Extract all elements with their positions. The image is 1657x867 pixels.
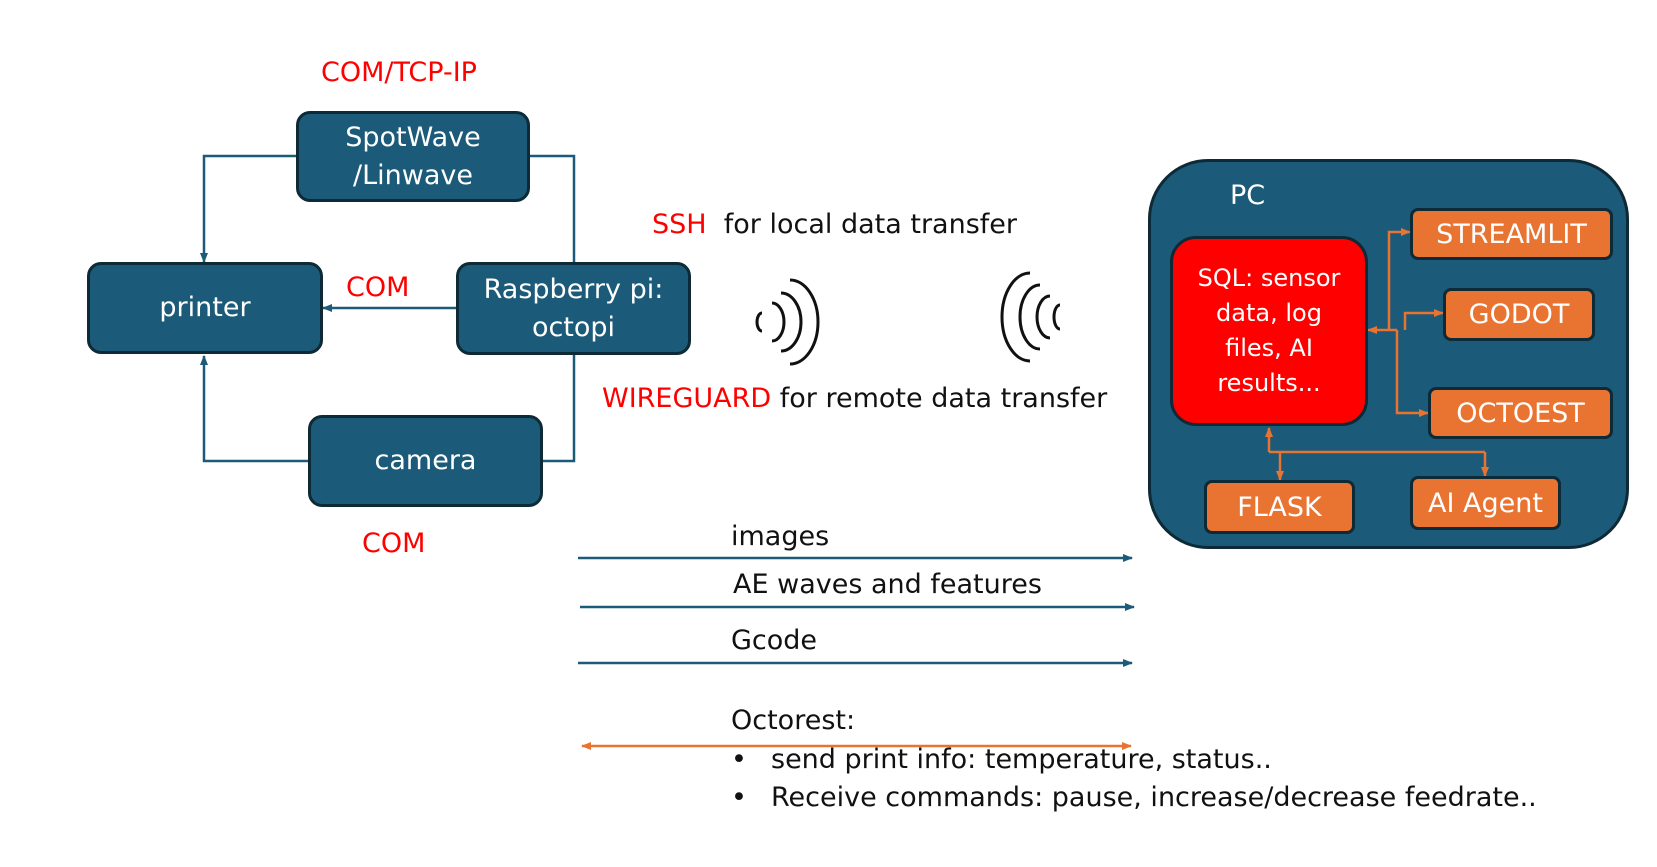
octorest-bullet-list: send print info: temperature, status.. R…: [731, 741, 1537, 817]
octoest-label: OCTOEST: [1456, 397, 1585, 429]
gcode-flow-label: Gcode: [731, 625, 818, 656]
ai-agent-label: AI Agent: [1428, 487, 1543, 519]
ae-flow-label: AE waves and features: [733, 569, 1042, 600]
sql-line-1: SQL: sensor: [1197, 264, 1341, 292]
spotwave-linwave-node: SpotWave/Linwave: [296, 111, 530, 202]
ai-agent-node: AI Agent: [1410, 476, 1561, 530]
spotwave-label: SpotWave: [345, 121, 481, 153]
bullet-send-print-info: send print info: temperature, status..: [731, 741, 1537, 779]
raspberry-label: Raspberry pi:: [483, 273, 664, 305]
images-flow-label: images: [731, 521, 830, 552]
sql-line-3: files, AI: [1225, 334, 1313, 362]
sql-line-4: results...: [1217, 369, 1321, 397]
wireguard-transfer-label: WIREGUARD for remote data transfer: [602, 383, 1107, 414]
streamlit-node: STREAMLIT: [1410, 208, 1613, 260]
linwave-label: /Linwave: [353, 159, 473, 191]
godot-label: GODOT: [1468, 299, 1570, 330]
printer-node: printer: [87, 262, 323, 354]
bullet-receive-commands: Receive commands: pause, increase/decrea…: [731, 779, 1537, 817]
wireguard-description: for remote data transfer: [779, 383, 1108, 414]
octorest-flow-label: Octorest:: [731, 705, 856, 736]
raspberry-pi-node: Raspberry pi: octopi: [456, 262, 691, 355]
wifi-transmit-icon: [755, 278, 820, 366]
spotwave-to-printer-line: [200, 154, 296, 263]
octoest-node: OCTOEST: [1428, 387, 1613, 439]
spotwave-to-raspberry-line: [530, 154, 576, 262]
streamlit-label: STREAMLIT: [1436, 218, 1587, 250]
printer-label: printer: [159, 292, 251, 323]
protocol-label-com-bottom: COM: [362, 528, 426, 559]
wireguard-keyword: WIREGUARD: [602, 383, 772, 414]
ssh-description: for local data transfer: [723, 209, 1017, 240]
camera-to-raspberry-line: [543, 355, 576, 463]
protocol-label-com-middle: COM: [346, 272, 410, 303]
camera-to-printer-line: [200, 355, 308, 463]
octopi-label: octopi: [531, 311, 616, 343]
flask-label: FLASK: [1237, 491, 1322, 523]
wifi-receive-icon: [1000, 271, 1061, 363]
ssh-keyword: SSH: [652, 209, 707, 240]
protocol-label-com-tcpip: COM/TCP-IP: [321, 57, 477, 88]
ssh-transfer-label: SSH for local data transfer: [652, 209, 1017, 240]
pc-title: PC: [1230, 180, 1266, 211]
flask-node: FLASK: [1204, 480, 1355, 534]
sql-line-2: data, log: [1216, 299, 1322, 327]
sql-database-node: SQL: sensor data, log files, AI results.…: [1170, 236, 1368, 426]
camera-label: camera: [374, 445, 477, 476]
godot-node: GODOT: [1443, 288, 1595, 341]
camera-node: camera: [308, 415, 543, 507]
